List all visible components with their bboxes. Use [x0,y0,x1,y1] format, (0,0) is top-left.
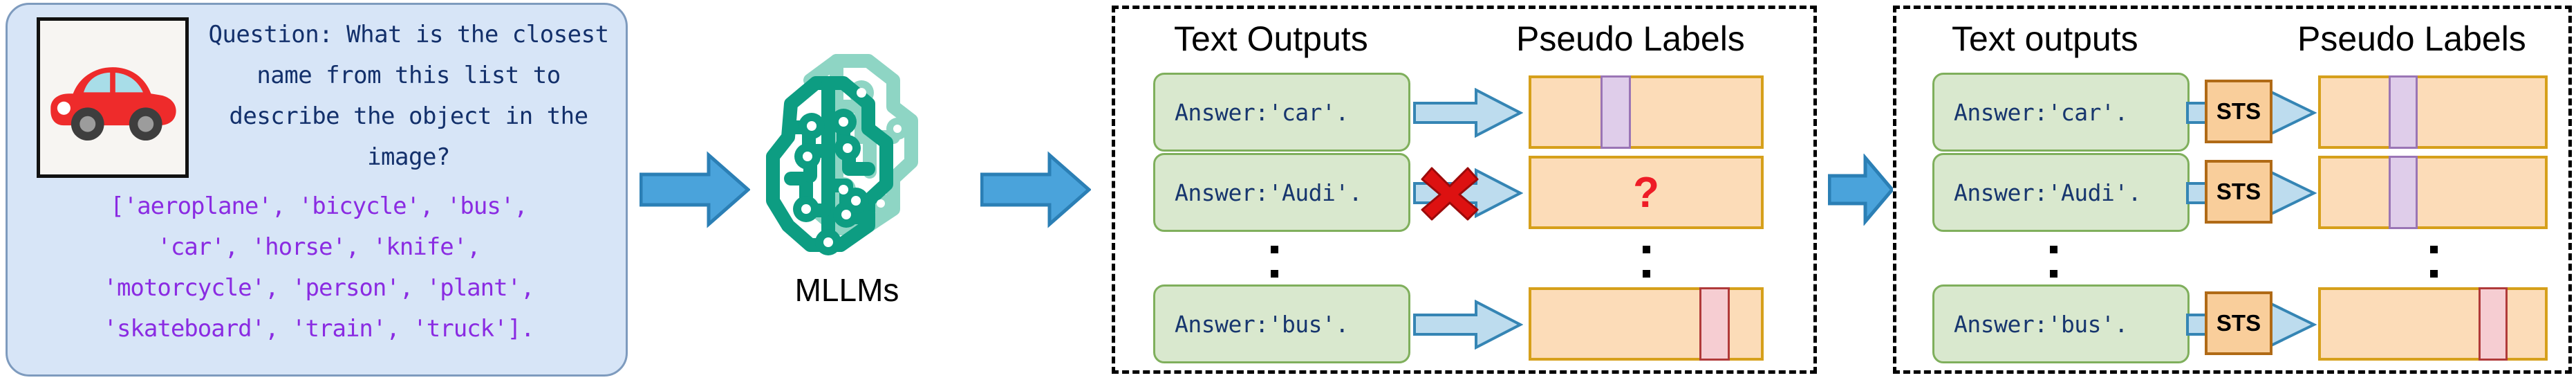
question-top-row: Question: What is the closest name from … [8,17,626,178]
label-cell-active [1600,75,1631,149]
flow-arrow-1 [640,151,750,228]
sts-label: STS [2216,310,2261,336]
pseudo-label-box: ? [1529,156,1764,229]
sts-label: STS [2216,179,2261,204]
answer-text: Answer:'bus'. [1954,310,2128,338]
flow-arrow-2 [980,151,1091,228]
right-heading-pseudo-labels: Pseudo Labels [2297,19,2526,58]
brain-circuit-icon [733,40,961,269]
table-row: Answer:'bus'. [1115,284,1813,363]
answer-text: Answer:'Audi'. [1175,179,1363,206]
flow-arrow-3 [1828,154,1894,226]
label-cell-active [1699,287,1730,361]
middle-heading-pseudo-labels: Pseudo Labels [1516,19,1745,58]
table-row: Answer:'car'. STS [1896,73,2568,152]
pseudo-label-box [2318,75,2548,149]
answer-box[interactable]: Answer:'car'. [1153,73,1410,152]
answer-text: Answer:'car'. [1954,98,2128,126]
pseudo-label-box [2318,156,2548,229]
table-row: Answer:'Audi'. ? [1115,153,1813,232]
sts-module-box[interactable]: STS [2205,160,2272,224]
class-list-text: ['aeroplane', 'bicycle', 'bus', 'car', '… [103,192,534,343]
car-image-frame [37,17,189,178]
label-cell-active [2389,156,2418,229]
pseudo-label-box [1529,75,1764,149]
sts-module-box[interactable]: STS [2205,80,2272,143]
answer-text: Answer:'Audi'. [1954,179,2142,206]
question-panel: Question: What is the closest name from … [6,3,628,377]
map-arrow-icon [1412,300,1523,350]
sts-label: STS [2216,98,2261,124]
unknown-label-question-mark: ? [1633,168,1659,217]
answer-box[interactable]: Answer:'car'. [1932,73,2190,152]
middle-heading-text-outputs: Text Outputs [1174,19,1368,58]
table-row: Answer:'car'. [1115,73,1813,152]
pseudo-label-box [1529,287,1764,361]
answer-box[interactable]: Answer:'bus'. [1153,284,1410,363]
table-row: Answer:'Audi'. STS [1896,153,2568,232]
answer-text: Answer:'car'. [1175,98,1349,126]
answer-box[interactable]: Answer:'Audi'. [1153,153,1410,232]
answer-box[interactable]: Answer:'Audi'. [1932,153,2190,232]
pseudo-label-box [2318,287,2548,361]
answer-text: Answer:'bus'. [1175,310,1349,338]
answer-box[interactable]: Answer:'bus'. [1932,284,2190,363]
right-heading-text-outputs: Text outputs [1952,19,2138,58]
map-arrow-icon [1412,88,1523,138]
model-label: MLLMs [794,272,899,308]
question-text: Question: What is the closest name from … [208,21,609,171]
middle-panel: Text Outputs Pseudo Labels Answer:'car'.… [1112,6,1817,374]
sts-module-box[interactable]: STS [2205,291,2272,355]
label-cell-active [2479,287,2508,361]
label-cell-active [2389,75,2418,149]
table-row: Answer:'bus'. STS [1896,284,2568,363]
red-car-illustration [50,67,176,141]
rejected-x-icon [1419,165,1480,224]
right-panel: Text outputs Pseudo Labels Answer:'car'.… [1893,6,2572,374]
